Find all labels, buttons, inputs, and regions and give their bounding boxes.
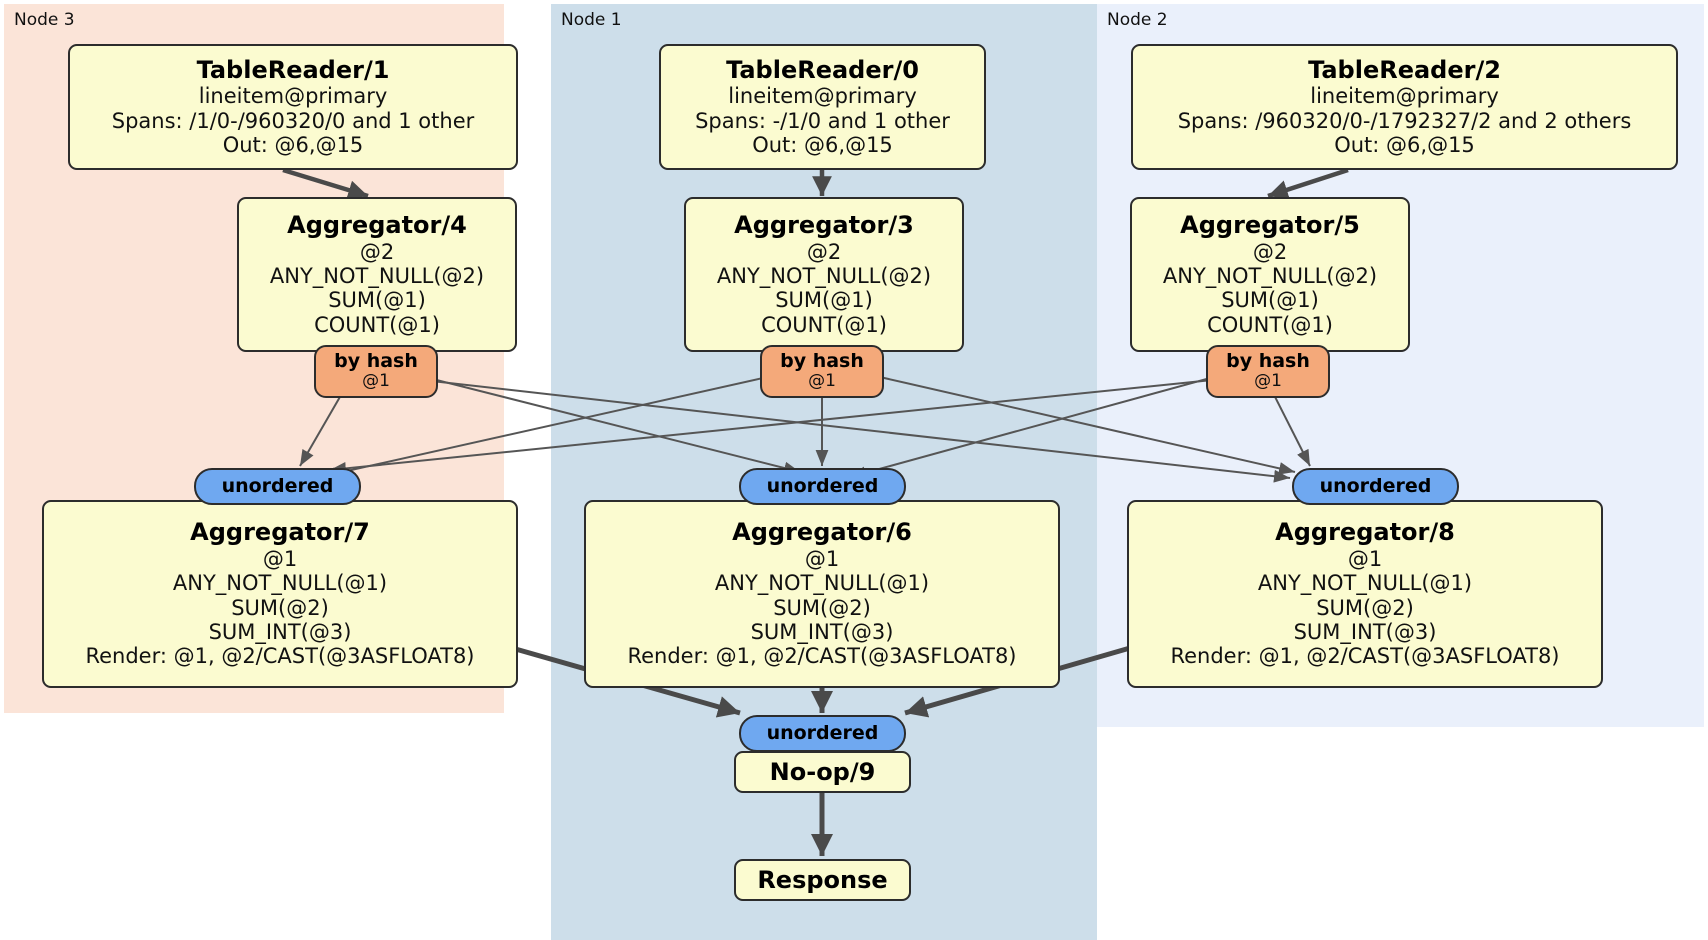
output-badge-by-hash-mid[interactable]: by hash @1 bbox=[760, 345, 884, 398]
input-badge-unordered-left[interactable]: unordered bbox=[194, 468, 361, 505]
processor-response[interactable]: Response bbox=[734, 859, 911, 901]
processor-aggregator-4[interactable]: Aggregator/4 @2 ANY_NOT_NULL(@2) SUM(@1)… bbox=[237, 197, 517, 352]
processor-line: ANY_NOT_NULL(@2) bbox=[716, 264, 932, 289]
processor-table-reader-2[interactable]: TableReader/2 lineitem@primary Spans: /9… bbox=[1131, 44, 1678, 170]
processor-line: lineitem@primary bbox=[728, 84, 917, 109]
badge-label: unordered bbox=[766, 722, 879, 744]
processor-title: Aggregator/7 bbox=[190, 518, 370, 547]
processor-line: SUM(@2) bbox=[231, 595, 329, 620]
processor-line: COUNT(@1) bbox=[1207, 312, 1333, 337]
processor-line: ANY_NOT_NULL(@2) bbox=[1162, 264, 1378, 289]
processor-line: Render: @1, @2/CAST(@3ASFLOAT8) bbox=[1170, 644, 1560, 669]
output-badge-by-hash-right[interactable]: by hash @1 bbox=[1206, 345, 1330, 398]
processor-noop-9[interactable]: No-op/9 bbox=[734, 751, 911, 793]
processor-title: TableReader/0 bbox=[726, 55, 919, 84]
badge-label: by hash bbox=[1226, 350, 1310, 373]
processor-title: Aggregator/8 bbox=[1275, 518, 1455, 547]
node-panel-label-node3: Node 3 bbox=[14, 10, 75, 30]
output-badge-by-hash-left[interactable]: by hash @1 bbox=[314, 345, 438, 398]
processor-line: ANY_NOT_NULL(@1) bbox=[1257, 571, 1473, 596]
processor-line: SUM_INT(@3) bbox=[750, 620, 894, 645]
processor-title: Aggregator/3 bbox=[734, 210, 914, 239]
processor-line: @2 bbox=[359, 239, 395, 264]
badge-label: by hash bbox=[780, 350, 864, 373]
processor-title: TableReader/2 bbox=[1308, 55, 1501, 84]
processor-title: Aggregator/6 bbox=[732, 518, 912, 547]
processor-line: Out: @6,@15 bbox=[1334, 133, 1475, 158]
processor-line: Spans: -/1/0 and 1 other bbox=[695, 108, 950, 133]
processor-aggregator-3[interactable]: Aggregator/3 @2 ANY_NOT_NULL(@2) SUM(@1)… bbox=[684, 197, 964, 352]
processor-line: Render: @1, @2/CAST(@3ASFLOAT8) bbox=[627, 644, 1017, 669]
processor-line: SUM(@2) bbox=[1316, 595, 1414, 620]
input-badge-unordered-mid[interactable]: unordered bbox=[739, 468, 906, 505]
processor-line: SUM(@1) bbox=[1221, 288, 1319, 313]
processor-line: Out: @6,@15 bbox=[222, 133, 364, 158]
node-panel-label-node2: Node 2 bbox=[1107, 10, 1168, 30]
badge-sublabel: @1 bbox=[362, 371, 390, 392]
processor-line: ANY_NOT_NULL(@1) bbox=[714, 571, 930, 596]
processor-line: ANY_NOT_NULL(@2) bbox=[269, 264, 485, 289]
processor-line: SUM(@1) bbox=[328, 288, 426, 313]
processor-line: lineitem@primary bbox=[198, 84, 388, 109]
processor-line: Spans: /1/0-/960320/0 and 1 other bbox=[111, 108, 475, 133]
processor-line: @1 bbox=[804, 547, 840, 572]
processor-line: @1 bbox=[262, 547, 298, 572]
processor-aggregator-5[interactable]: Aggregator/5 @2 ANY_NOT_NULL(@2) SUM(@1)… bbox=[1130, 197, 1410, 352]
processor-table-reader-0[interactable]: TableReader/0 lineitem@primary Spans: -/… bbox=[659, 44, 986, 170]
node-panel-label-node1: Node 1 bbox=[561, 10, 622, 30]
processor-line: Spans: /960320/0-/1792327/2 and 2 others bbox=[1177, 108, 1632, 133]
badge-sublabel: @1 bbox=[808, 371, 836, 392]
processor-aggregator-7[interactable]: Aggregator/7 @1 ANY_NOT_NULL(@1) SUM(@2)… bbox=[42, 500, 518, 688]
badge-label: by hash bbox=[334, 350, 418, 373]
processor-table-reader-1[interactable]: TableReader/1 lineitem@primary Spans: /1… bbox=[68, 44, 518, 170]
processor-line: lineitem@primary bbox=[1310, 84, 1499, 109]
processor-title: Aggregator/4 bbox=[287, 210, 467, 239]
processor-aggregator-8[interactable]: Aggregator/8 @1 ANY_NOT_NULL(@1) SUM(@2)… bbox=[1127, 500, 1603, 688]
processor-line: SUM(@1) bbox=[775, 288, 873, 313]
processor-line: @2 bbox=[1252, 239, 1288, 264]
processor-aggregator-6[interactable]: Aggregator/6 @1 ANY_NOT_NULL(@1) SUM(@2)… bbox=[584, 500, 1060, 688]
badge-label: unordered bbox=[766, 475, 879, 497]
processor-line: ANY_NOT_NULL(@1) bbox=[172, 571, 388, 596]
badge-sublabel: @1 bbox=[1254, 371, 1282, 392]
badge-label: unordered bbox=[221, 475, 334, 497]
processor-line: Out: @6,@15 bbox=[752, 133, 893, 158]
input-badge-unordered-final[interactable]: unordered bbox=[739, 715, 906, 752]
processor-line: @1 bbox=[1347, 547, 1383, 572]
processor-line: SUM_INT(@3) bbox=[1293, 620, 1437, 645]
processor-title: Response bbox=[757, 866, 888, 894]
processor-line: SUM(@2) bbox=[773, 595, 871, 620]
processor-line: COUNT(@1) bbox=[314, 312, 440, 337]
input-badge-unordered-right[interactable]: unordered bbox=[1292, 468, 1459, 505]
processor-title: TableReader/1 bbox=[196, 55, 390, 84]
processor-line: SUM_INT(@3) bbox=[208, 620, 352, 645]
processor-line: Render: @1, @2/CAST(@3ASFLOAT8) bbox=[85, 644, 475, 669]
processor-title: No-op/9 bbox=[769, 758, 876, 786]
processor-line: @2 bbox=[806, 239, 842, 264]
processor-line: COUNT(@1) bbox=[761, 312, 887, 337]
processor-title: Aggregator/5 bbox=[1180, 210, 1360, 239]
badge-label: unordered bbox=[1319, 475, 1432, 497]
